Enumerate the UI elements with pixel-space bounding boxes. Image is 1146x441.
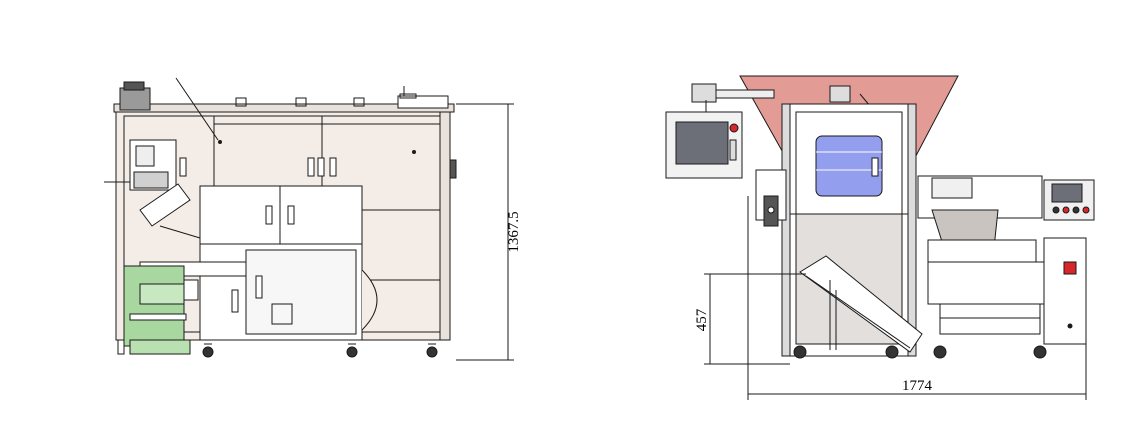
caster-wheel-icon [933, 345, 947, 359]
caster-wheel-icon [202, 346, 214, 358]
top-rail [113, 103, 455, 113]
front-view [665, 75, 1095, 359]
emergency-stop-icon [729, 123, 739, 133]
top-fixture [397, 95, 449, 109]
top-clamp [353, 97, 365, 107]
top-clamp [235, 97, 247, 107]
top-fixture-knob [399, 93, 417, 99]
leader-line [175, 77, 219, 141]
height-dimension-label: 1367.5 [506, 211, 522, 252]
tilt-plate [139, 183, 191, 227]
caster-wheel-icon [1033, 345, 1047, 359]
left-side-view [104, 77, 457, 358]
width-dimension-label: 1774 [902, 378, 933, 394]
caster-wheel-icon [346, 346, 358, 358]
width-dimension [747, 196, 1087, 400]
green-feeder [123, 265, 185, 347]
caster-wheel-icon [885, 345, 899, 359]
caster-wheel-icon [426, 346, 438, 358]
height-dimension [456, 103, 514, 361]
caster-wheel-icon [793, 345, 807, 359]
infeed-height-dimension-label: 457 [694, 308, 710, 331]
blue-window [815, 135, 883, 197]
motor [119, 87, 151, 111]
front-cabinet-upper [199, 185, 363, 245]
infeed-height-dimension [704, 273, 806, 365]
top-clamp [295, 97, 307, 107]
